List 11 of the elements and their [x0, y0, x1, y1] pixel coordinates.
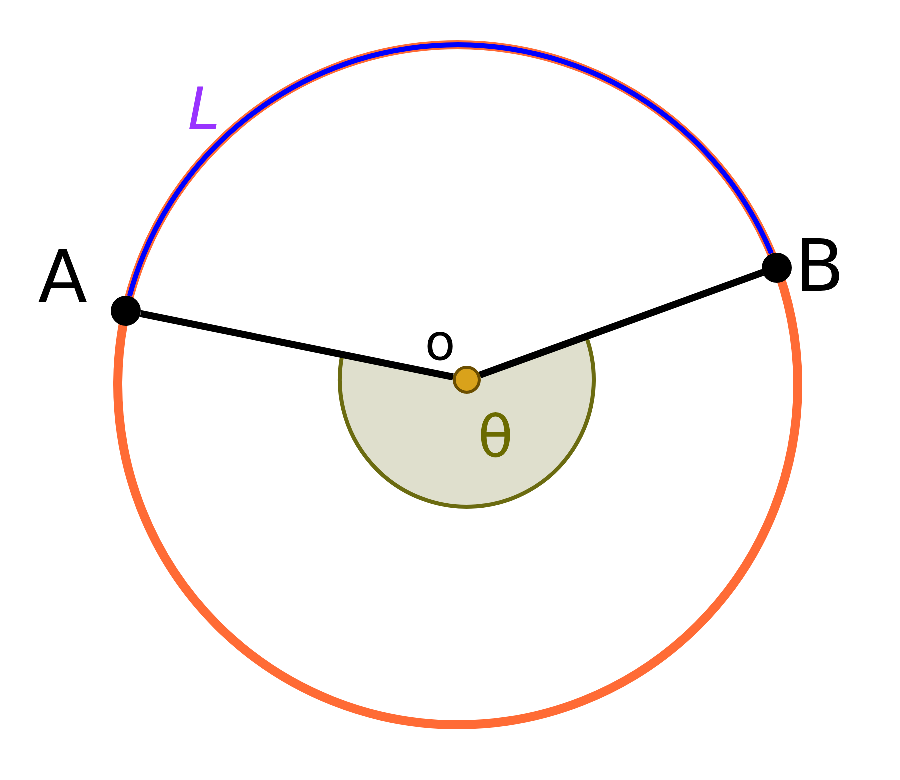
point-label: B [795, 230, 844, 302]
point-dot [762, 252, 792, 283]
angle-label: θ [478, 408, 514, 466]
point-dot [111, 296, 142, 326]
arc-label: L [188, 80, 220, 138]
point-dot [453, 366, 481, 394]
point-label: o [425, 318, 456, 368]
radius-line [140, 310, 454, 381]
arc-line [127, 43, 774, 298]
point-label: A [38, 240, 88, 313]
radius-line [478, 269, 764, 379]
